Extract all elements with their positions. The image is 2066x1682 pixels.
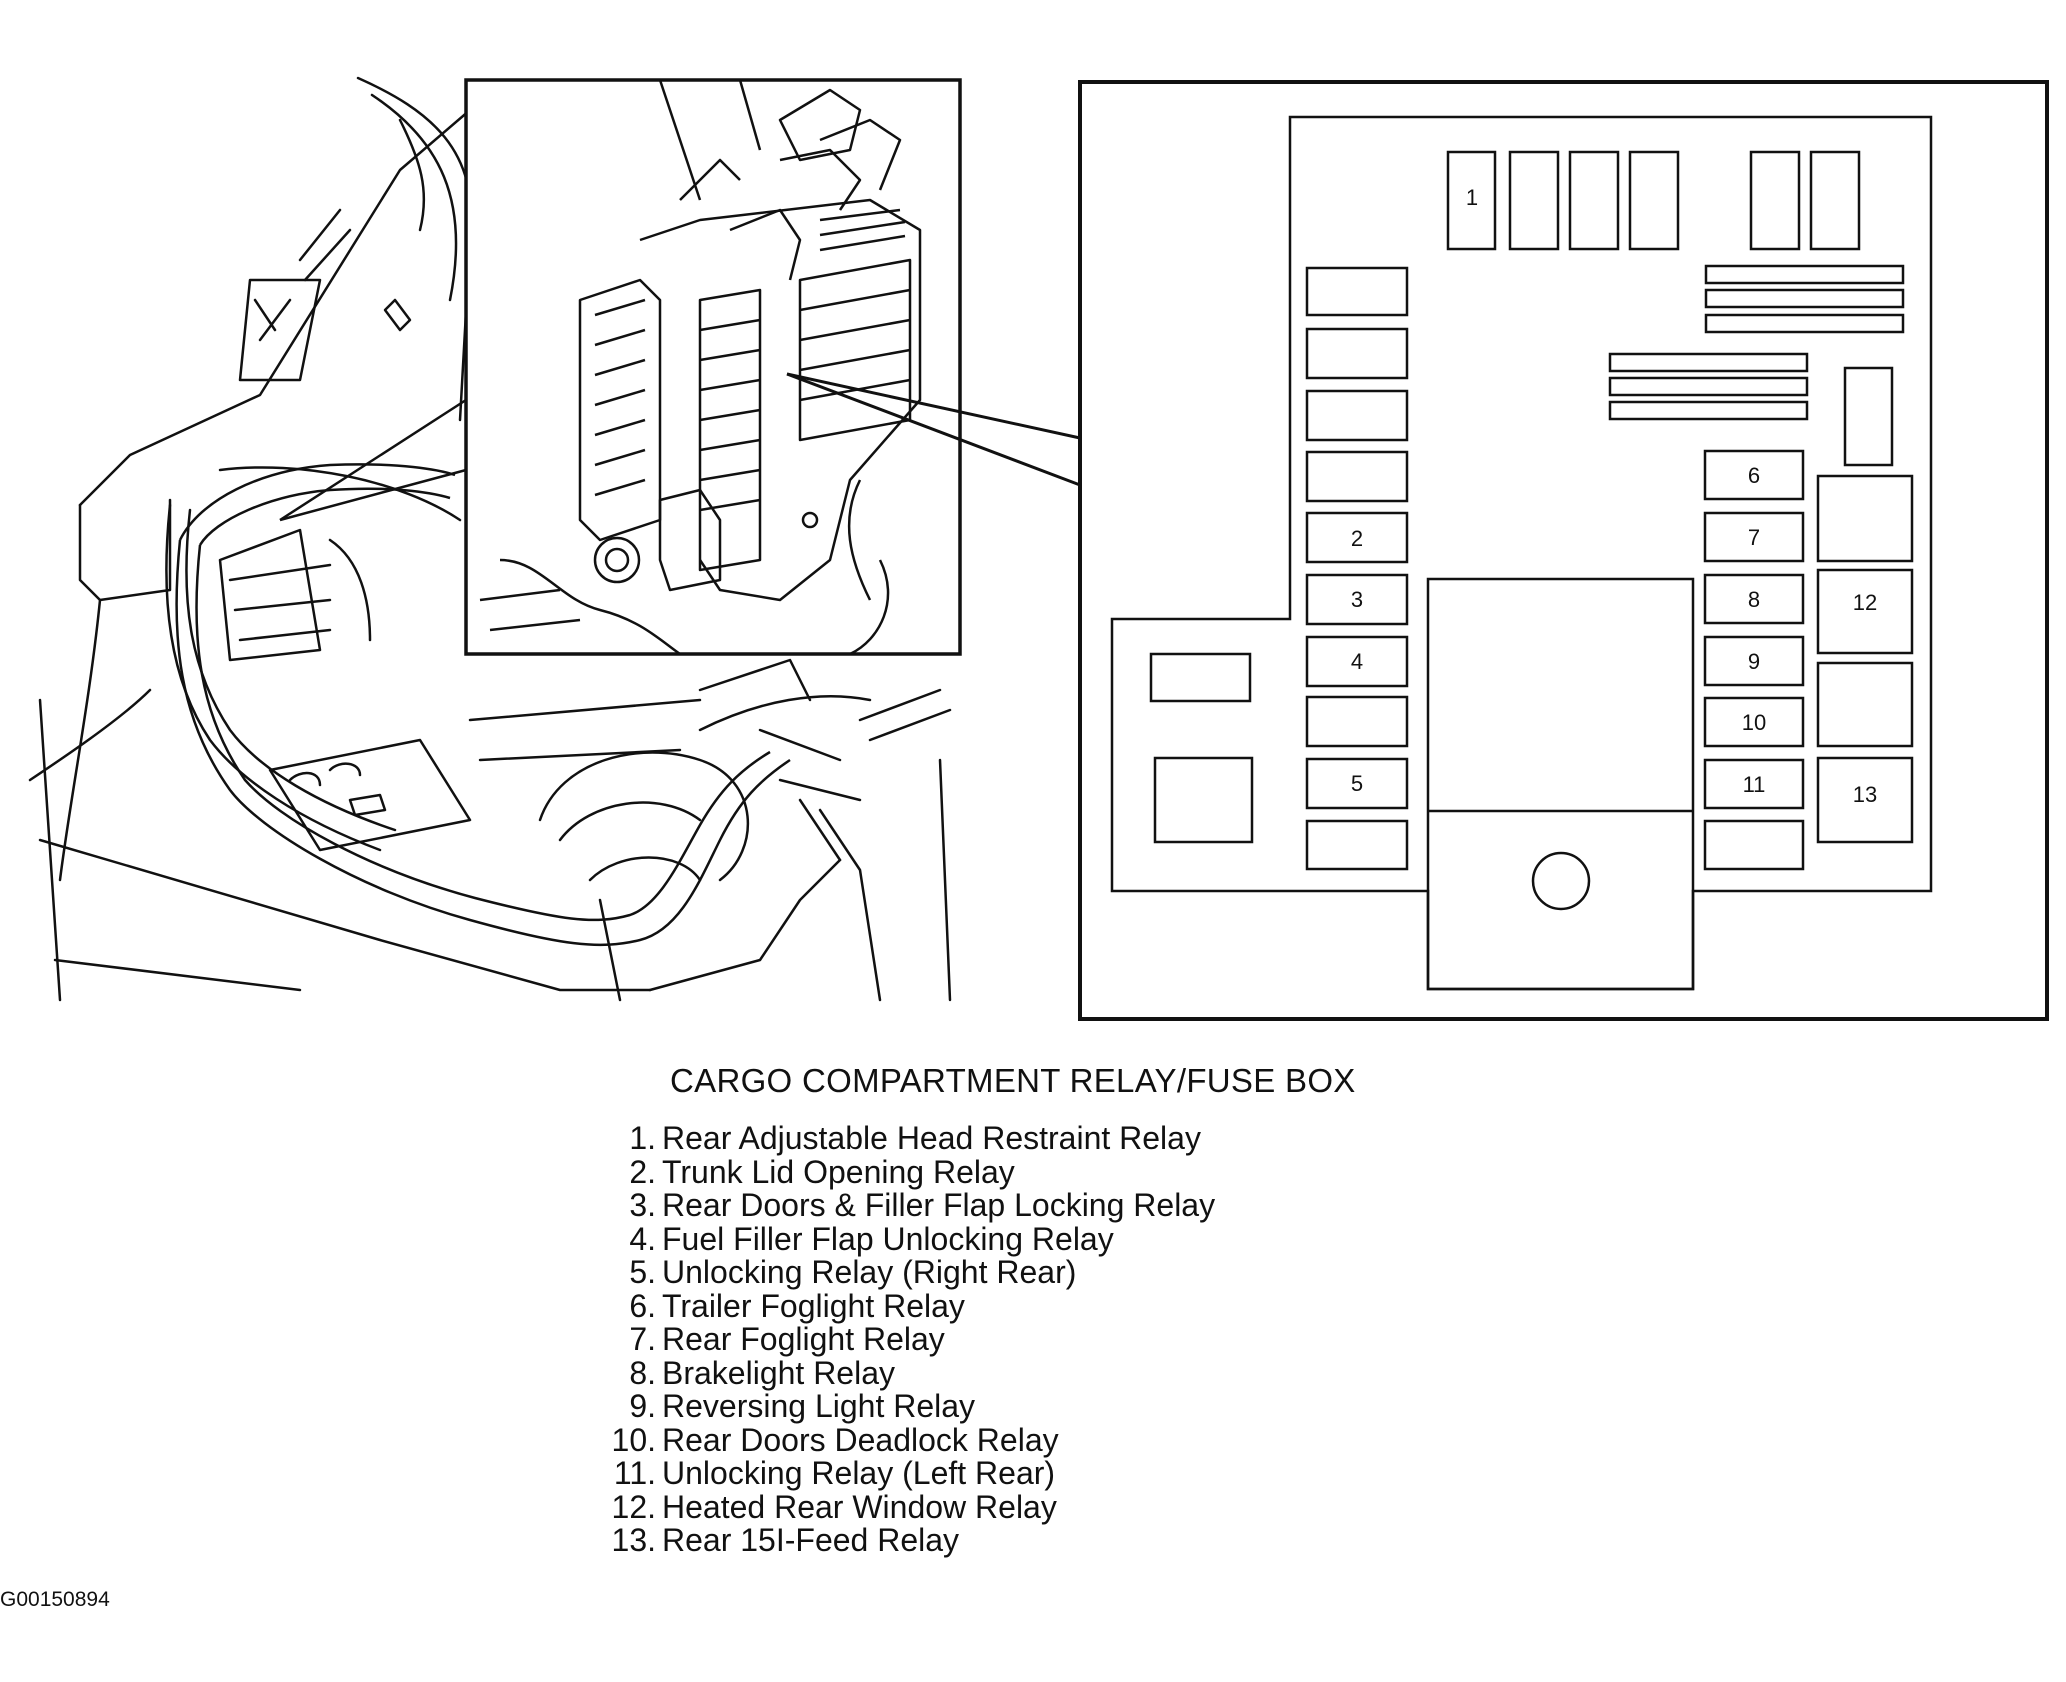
callout-pointer [786, 372, 1081, 487]
legend-item-number: 10. [611, 1421, 656, 1458]
legend-item-number: 7. [629, 1321, 656, 1357]
legend-item: 4.Fuel Filler Flap Unlocking Relay [600, 1220, 1215, 1257]
relay-11 [1703, 758, 1805, 810]
legend-item: 5.Unlocking Relay (Right Rear) [600, 1254, 1215, 1290]
relay-12 [1816, 568, 1914, 655]
legend-item: 9.Reversing Light Relay [600, 1388, 1215, 1424]
legend-item-label: Unlocking Relay (Left Rear) [662, 1455, 1056, 1491]
legend-item: 10.Rear Doors Deadlock Relay [600, 1421, 1215, 1458]
legend-item-number: 12. [611, 1488, 656, 1525]
trunk-seal-outline [175, 463, 791, 947]
legend-item: 3.Rear Doors & Filler Flap Locking Relay [600, 1187, 1216, 1223]
relay-label-13: 13 [1853, 782, 1877, 807]
relay-label-1: 1 [1466, 185, 1478, 210]
legend-item-label: Trunk Lid Opening Relay [662, 1153, 1015, 1190]
legend-item-label: Rear Adjustable Head Restraint Relay [662, 1120, 1201, 1156]
mounting-hole [1531, 851, 1591, 911]
legend-item-number: 8. [629, 1354, 656, 1391]
legend-item-number: 2. [629, 1153, 656, 1190]
relay-numbers: 1 2 3 4 5 6 7 8 9 10 11 12 13 [1351, 185, 1877, 807]
legend-item-number: 13. [611, 1522, 656, 1558]
relay-label-9: 9 [1748, 649, 1760, 674]
relay-2 [1305, 511, 1409, 564]
relay-9 [1703, 635, 1805, 687]
legend-item: 11.Unlocking Relay (Left Rear) [600, 1455, 1215, 1491]
relay-1 [1446, 150, 1497, 251]
relay-7 [1703, 511, 1805, 563]
relay-label-6: 6 [1748, 463, 1760, 488]
legend-item: 1.Rear Adjustable Head Restraint Relay [600, 1120, 1215, 1156]
relay-label-4: 4 [1351, 649, 1363, 674]
legend-item: 6.Trailer Foglight Relay [600, 1287, 1215, 1324]
legend-item-label: Fuel Filler Flap Unlocking Relay [662, 1220, 1114, 1257]
relay-13 [1816, 756, 1914, 844]
relay-label-11: 11 [1743, 772, 1766, 797]
relay-label-7: 7 [1748, 525, 1760, 550]
relay-label-10: 10 [1742, 710, 1766, 735]
legend-item-number: 11. [613, 1455, 656, 1491]
relay-10 [1703, 696, 1805, 748]
diagram-title: CARGO COMPARTMENT RELAY/FUSE BOX [670, 1062, 1356, 1099]
legend-item: 13.Rear 15I-Feed Relay [600, 1522, 1215, 1558]
relay-4 [1305, 635, 1409, 688]
legend-item-label: Unlocking Relay (Right Rear) [662, 1254, 1077, 1290]
relay-label-8: 8 [1748, 587, 1760, 612]
relay-5 [1305, 757, 1409, 810]
legend-item-label: Brakelight Relay [662, 1354, 895, 1391]
detail-inset [464, 78, 962, 656]
legend-item-label: Rear Doors Deadlock Relay [662, 1421, 1059, 1458]
legend-item-label: Rear Foglight Relay [662, 1321, 945, 1357]
legend-item: 2.Trunk Lid Opening Relay [600, 1153, 1215, 1190]
legend-item: 7.Rear Foglight Relay [600, 1321, 1215, 1357]
legend-item-label: Trailer Foglight Relay [662, 1287, 965, 1324]
relay-label-3: 3 [1351, 587, 1363, 612]
document-id: G00150894 [0, 1588, 110, 1611]
relay-8 [1703, 573, 1805, 625]
legend-item-number: 9. [629, 1388, 656, 1424]
relay-label-5: 5 [1351, 771, 1363, 796]
legend-item-label: Rear Doors & Filler Flap Locking Relay [662, 1187, 1216, 1223]
relay-slots [1149, 150, 1914, 871]
legend-item: 8.Brakelight Relay [600, 1354, 1215, 1391]
legend-item-number: 4. [629, 1220, 656, 1257]
relay-label-12: 12 [1853, 590, 1877, 615]
legend-item-number: 3. [629, 1187, 656, 1223]
legend-item-label: Reversing Light Relay [662, 1388, 976, 1424]
legend-item-number: 6. [629, 1287, 656, 1324]
trunk-leader-lines [279, 398, 467, 522]
central-module [1426, 577, 1695, 991]
relay-3 [1305, 573, 1409, 626]
legend-item-number: 1. [629, 1120, 656, 1156]
legend-item-label: Heated Rear Window Relay [662, 1488, 1057, 1525]
fuse-strips [1608, 264, 1905, 421]
legend-item-number: 5. [629, 1254, 656, 1290]
legend-item: 12.Heated Rear Window Relay [600, 1488, 1215, 1525]
legend-item-label: Rear 15I-Feed Relay [662, 1522, 960, 1558]
relay-label-2: 2 [1351, 526, 1363, 551]
relay-6 [1703, 449, 1805, 501]
